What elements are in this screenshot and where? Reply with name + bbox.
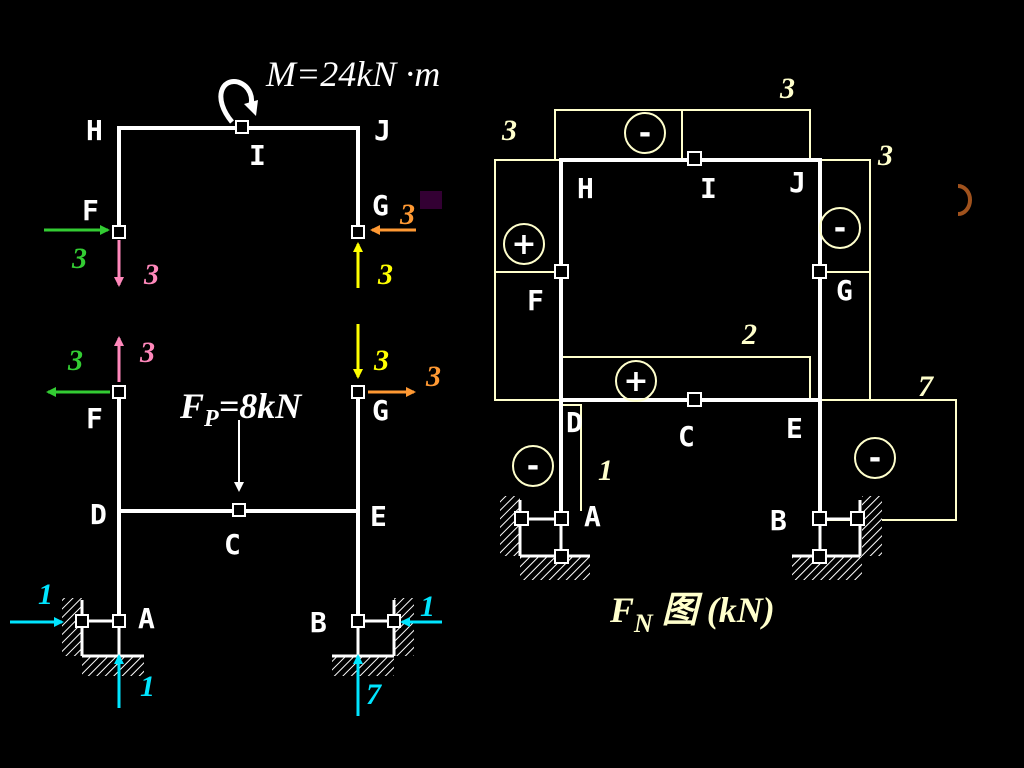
fn-value-eb: 7 xyxy=(918,370,934,403)
fn-node-c-label: C xyxy=(678,420,695,453)
svg-text:-: - xyxy=(834,211,846,246)
fn-sign-dc: + xyxy=(615,360,657,402)
brown-accent-arc xyxy=(957,184,972,216)
fn-sign-jg: - xyxy=(819,207,861,249)
support-a xyxy=(62,598,144,676)
node-e-label: E xyxy=(370,500,387,533)
force-label-a-h: 1 xyxy=(38,578,53,611)
upper-member xyxy=(117,126,360,232)
svg-text:-: - xyxy=(639,116,651,151)
moment-arrow: M=24kN ·m xyxy=(218,54,440,124)
fn-sign-hf: + xyxy=(503,223,545,265)
fn-value-hi-left: 3 xyxy=(501,114,517,147)
fn-value-jg-right: 3 xyxy=(877,139,893,172)
force-label-a-v: 1 xyxy=(140,670,155,703)
fn-node-i-label: I xyxy=(700,172,717,205)
node-i-label: I xyxy=(249,139,266,172)
node-j-label: J xyxy=(374,114,391,147)
svg-text:-: - xyxy=(527,449,539,484)
support-b xyxy=(332,598,414,676)
hinge-g-bottom xyxy=(351,385,365,399)
force-label-g-bottom-h: 3 xyxy=(425,360,441,393)
node-f-top-label: F xyxy=(82,194,99,227)
fn-hinge-g xyxy=(812,264,827,279)
node-d-label: D xyxy=(90,498,107,531)
svg-text:-: - xyxy=(869,441,881,476)
svg-text:+: + xyxy=(511,227,536,262)
hinge-f-bottom xyxy=(112,385,126,399)
left-frame: M=24kN ·m H I J F G 3 3 3 3 3 3 xyxy=(10,54,442,716)
force-label-b-h: 1 xyxy=(420,590,435,623)
purple-accent xyxy=(420,191,442,209)
node-g-top-label: G xyxy=(372,189,389,222)
fn-node-j-label: J xyxy=(789,166,806,199)
hinge-c xyxy=(232,503,246,517)
hinge-i xyxy=(235,120,249,134)
node-c-label: C xyxy=(224,528,241,561)
fn-hinge-c xyxy=(687,392,702,407)
node-h-label: H xyxy=(86,114,103,147)
fn-support-b xyxy=(792,496,882,580)
fn-node-g-label: G xyxy=(836,274,853,307)
fn-node-h-label: H xyxy=(577,172,594,205)
force-label-g-top-v: 3 xyxy=(377,258,393,291)
fn-value-dc: 2 xyxy=(741,318,757,351)
force-label-f-bottom-v: 3 xyxy=(139,336,155,369)
fn-hinge-i xyxy=(687,151,702,166)
node-b-label: B xyxy=(310,606,327,639)
fn-node-b-label: B xyxy=(770,504,787,537)
fn-sign-eb: - xyxy=(854,437,896,479)
fn-node-a-label: A xyxy=(584,500,601,533)
fn-node-e-label: E xyxy=(786,412,803,445)
fn-support-a xyxy=(500,496,590,580)
node-g-bottom-label: G xyxy=(372,394,389,427)
fn-node-f-label: F xyxy=(527,284,544,317)
fn-value-hi-top: 3 xyxy=(779,72,795,105)
fn-diagram: H I J F G D C E A B 3 3 3 2 7 1 - - + + xyxy=(494,72,972,638)
moment-label: M=24kN ·m xyxy=(265,54,440,94)
node-f-bottom-label: F xyxy=(86,402,103,435)
svg-text:+: + xyxy=(623,364,648,399)
fn-value-da: 1 xyxy=(598,454,613,487)
load-label: FP=8kN xyxy=(179,386,303,432)
force-label-g-top-h: 3 xyxy=(399,198,415,231)
force-label-f-top-v: 3 xyxy=(143,258,159,291)
hinge-g-top xyxy=(351,225,365,239)
force-label-f-bottom-h: 3 xyxy=(67,344,83,377)
force-label-b-v: 7 xyxy=(366,678,382,711)
fn-node-d-label: D xyxy=(566,406,583,439)
force-label-f-top-h: 3 xyxy=(71,242,87,275)
hinge-f-top xyxy=(112,225,126,239)
fn-diagram-title: FN 图 (kN) xyxy=(609,590,775,638)
force-label-g-bottom-v: 3 xyxy=(373,344,389,377)
node-a-label: A xyxy=(138,602,155,635)
fn-hinge-f xyxy=(554,264,569,279)
fn-sign-da: - xyxy=(512,445,554,487)
fn-sign-hj: - xyxy=(624,112,666,154)
fn-outlines xyxy=(494,109,957,521)
